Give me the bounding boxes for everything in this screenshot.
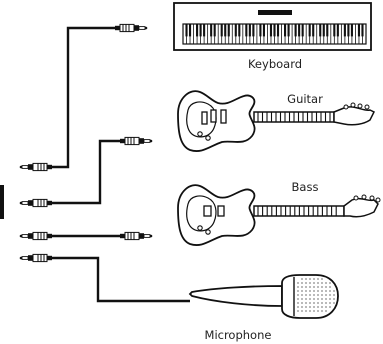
keyboard-icon	[173, 2, 372, 51]
plug-guitar-left	[19, 198, 53, 208]
microphone-icon	[188, 274, 339, 319]
right-plugs	[114, 23, 153, 241]
cable-keyboard	[52, 26, 115, 169]
bass-label: Bass	[292, 180, 319, 194]
plug-bass-right	[119, 231, 153, 241]
panel-edge	[0, 185, 4, 219]
plug-microphone-left	[19, 253, 53, 263]
plug-guitar-right	[119, 136, 153, 146]
left-plugs	[19, 162, 53, 263]
plug-keyboard-left	[19, 162, 53, 172]
microphone-label: Microphone	[205, 328, 272, 342]
electric-guitar-icon	[177, 90, 376, 152]
plug-bass-left	[19, 231, 53, 241]
plug-keyboard-right	[114, 23, 148, 33]
cable-microphone	[52, 256, 190, 303]
cable-guitar	[52, 139, 120, 205]
cables	[52, 26, 190, 303]
bass-guitar-icon	[177, 184, 381, 246]
keyboard-label: Keyboard	[248, 57, 302, 71]
guitar-label: Guitar	[287, 92, 323, 106]
keyboard-black-keys	[185, 24, 364, 37]
